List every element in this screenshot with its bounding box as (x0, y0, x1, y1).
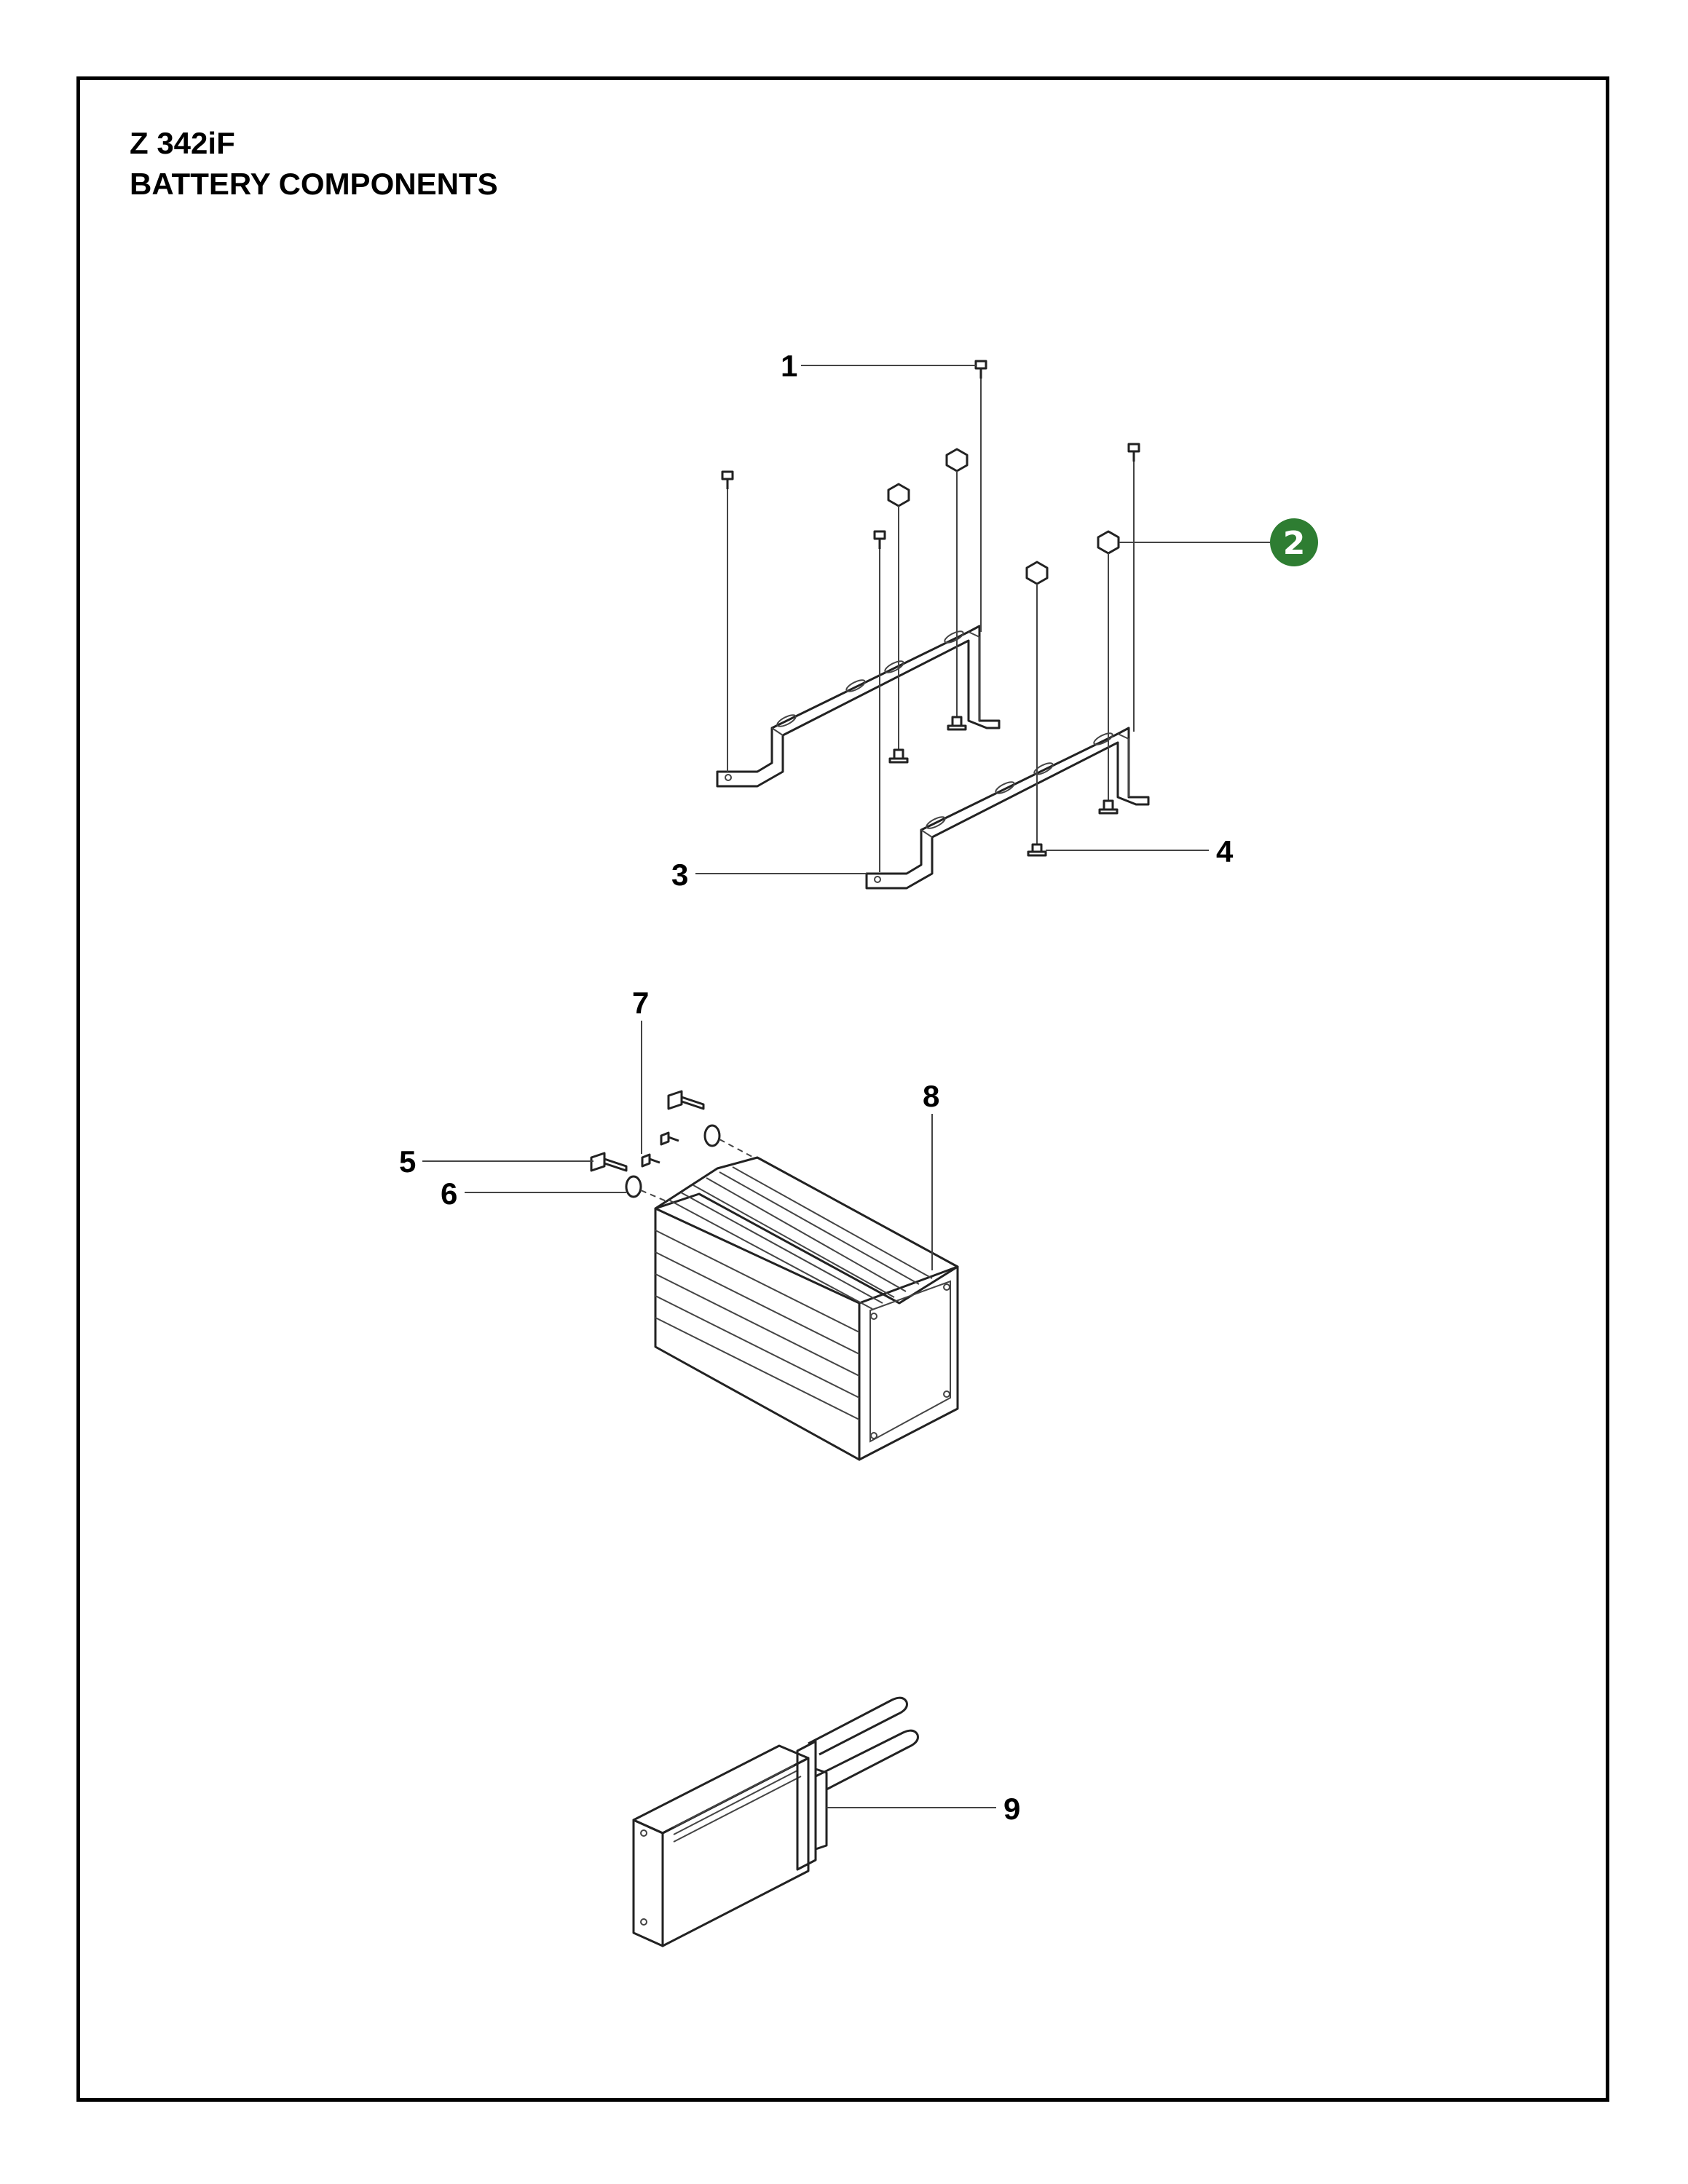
callout-9: 9 (827, 1792, 1020, 1826)
bracket-a (716, 625, 1001, 788)
battery-fasteners (590, 1090, 754, 1202)
callout-label-5: 5 (399, 1144, 416, 1179)
callout-7: 7 (632, 986, 649, 1154)
charger-module (632, 1696, 919, 1947)
callout-2: 2 (1119, 518, 1318, 566)
bolts (721, 360, 1140, 872)
callout-label-9: 9 (1003, 1792, 1020, 1826)
callout-label-4: 4 (1216, 834, 1234, 869)
callout-5: 5 (399, 1144, 593, 1179)
callout-badge-2 (1270, 518, 1318, 566)
callout-1: 1 (781, 349, 976, 383)
callout-label-2: 2 (1283, 525, 1306, 562)
callout-label-7: 7 (632, 986, 649, 1020)
callout-label-6: 6 (441, 1176, 457, 1211)
bracket-assembly (716, 360, 1150, 890)
section-title: BATTERY COMPONENTS (130, 167, 498, 201)
battery-box (654, 1156, 959, 1461)
bracket-b (865, 727, 1150, 890)
callout-label-8: 8 (923, 1079, 939, 1113)
callout-label-1: 1 (781, 349, 797, 383)
nuts (887, 448, 1120, 844)
callout-label-3: 3 (671, 858, 688, 892)
model-title: Z 342iF (130, 126, 235, 160)
flange-screws (888, 716, 1119, 857)
battery-assembly (590, 1090, 959, 1461)
callout-8: 8 (923, 1079, 939, 1270)
callout-3: 3 (671, 858, 867, 892)
callout-4: 4 (1046, 834, 1234, 869)
callout-6: 6 (441, 1176, 626, 1211)
page-frame (76, 76, 1609, 2102)
